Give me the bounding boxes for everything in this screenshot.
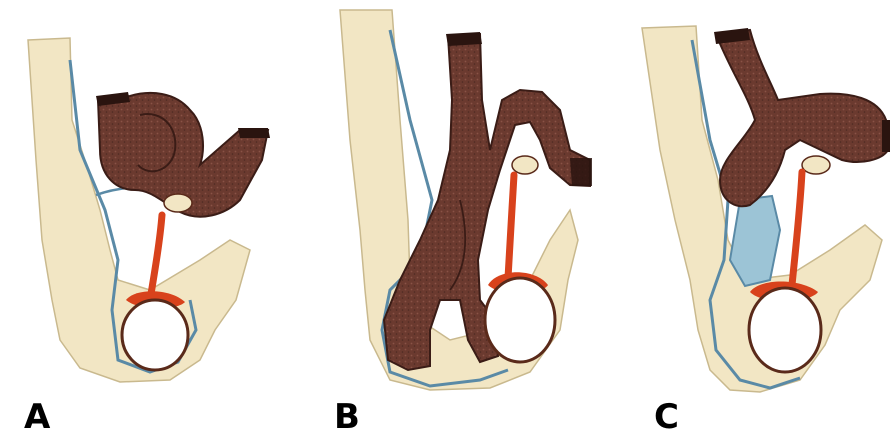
knot xyxy=(512,156,538,174)
panel-a: A xyxy=(0,0,300,436)
testis xyxy=(485,278,555,362)
panel-label-a: A xyxy=(24,400,50,434)
sac-fluid xyxy=(730,196,780,286)
panel-c-illustration xyxy=(620,0,890,436)
knot xyxy=(802,156,830,174)
panel-c: C xyxy=(620,0,890,436)
knot xyxy=(164,194,192,212)
panel-b: B xyxy=(320,0,620,436)
panel-label-b: B xyxy=(334,400,360,434)
panel-b-illustration xyxy=(320,0,620,436)
panel-label-c: C xyxy=(654,400,679,434)
testis xyxy=(749,288,821,372)
testis xyxy=(122,300,188,370)
spermatic-cord xyxy=(508,175,514,278)
panel-a-illustration xyxy=(0,0,300,436)
